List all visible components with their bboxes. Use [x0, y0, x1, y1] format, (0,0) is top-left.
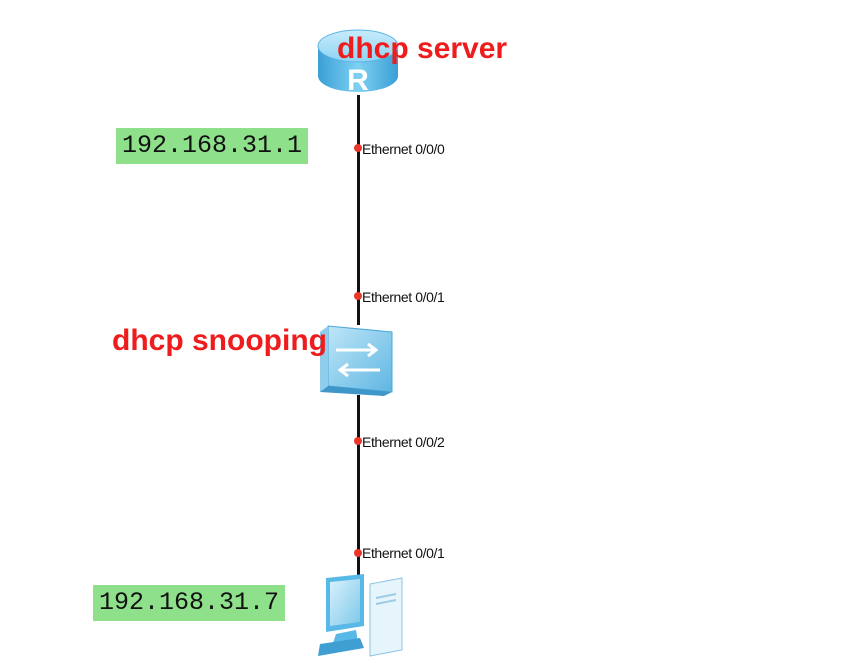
router-ip-badge: 192.168.31.1	[116, 128, 309, 164]
port-label-switch-eth001: Ethernet 0/0/1	[362, 289, 445, 305]
port-label-switch-eth002: Ethernet 0/0/2	[362, 434, 445, 450]
router-name-label: dhcp server	[337, 32, 508, 65]
pc-icon[interactable]	[312, 570, 406, 660]
switch-name-label: dhcp snooping	[112, 324, 327, 357]
port-label-router-eth000: Ethernet 0/0/0	[362, 141, 445, 157]
router-icon[interactable]: R	[314, 26, 402, 98]
link-switch-pc[interactable]	[357, 395, 360, 575]
link-router-switch[interactable]	[357, 95, 360, 325]
port-dot[interactable]	[354, 437, 362, 445]
svg-text:R: R	[347, 64, 369, 97]
port-dot[interactable]	[354, 292, 362, 300]
switch-icon[interactable]	[318, 322, 398, 398]
port-label-pc-eth001: Ethernet 0/0/1	[362, 545, 445, 561]
pc-ip-badge: 192.168.31.7	[93, 585, 286, 621]
port-dot[interactable]	[354, 549, 362, 557]
port-dot[interactable]	[354, 144, 362, 152]
